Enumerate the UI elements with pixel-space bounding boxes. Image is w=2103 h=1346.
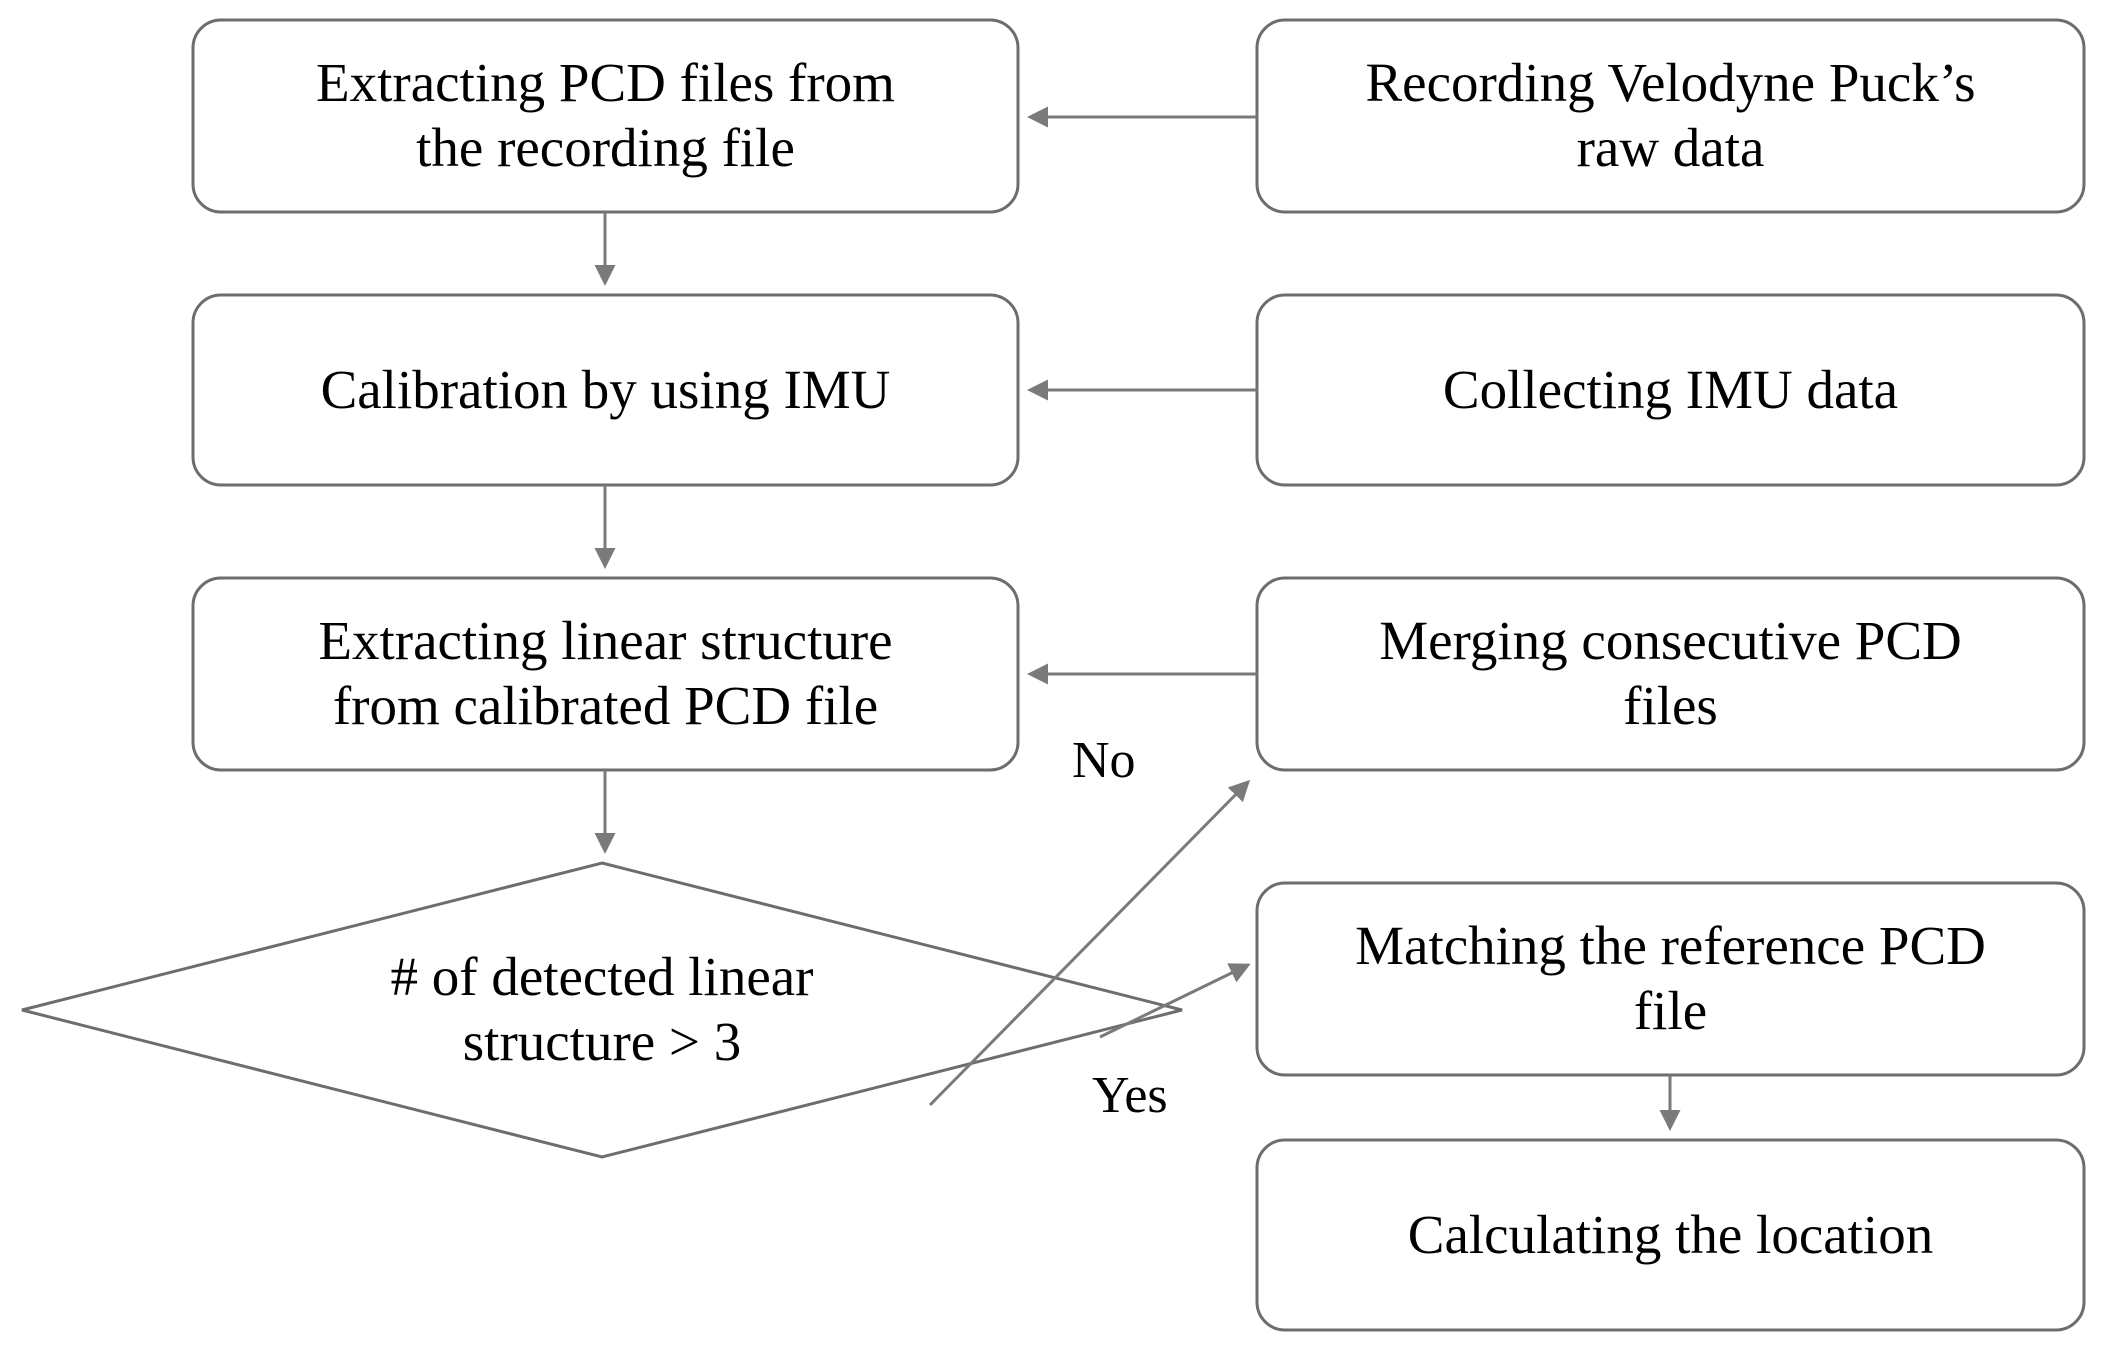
node-merging-pcd[interactable] [1255,576,2086,772]
node-extract-pcd[interactable] [191,18,1020,214]
node-recording-raw[interactable] [1255,18,2086,214]
node-collecting-imu[interactable] [1255,293,2086,487]
node-extract-linear[interactable] [191,576,1020,772]
node-decision-linear-count[interactable] [21,861,1183,1159]
node-calculating-location[interactable] [1255,1138,2086,1332]
node-matching-reference[interactable] [1255,881,2086,1077]
node-calibration-imu[interactable] [191,293,1020,487]
edge-label-yes: Yes [1092,1067,1168,1124]
edge-decision-yes-to-matching [1099,963,1251,1039]
edge-label-no: No [1072,732,1136,789]
edge-decision-no-to-merging [928,779,1251,1107]
